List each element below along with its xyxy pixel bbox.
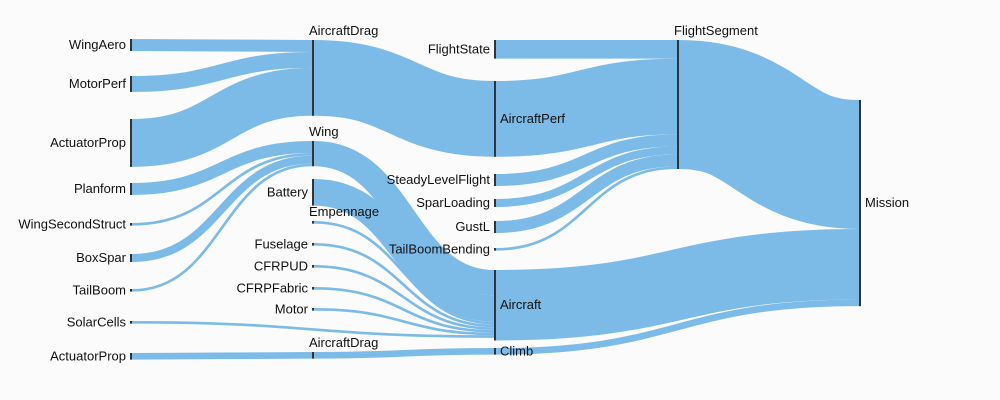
link-battery-to-aircraft <box>313 179 495 322</box>
link-gustl-to-flightsegment <box>495 154 678 233</box>
link-actuatorprop2-to-aircraftdrag2 <box>131 352 313 360</box>
node-bar-actuatorprop2 <box>130 353 132 360</box>
node-label-planform: Planform <box>74 181 126 196</box>
link-flightsegment-to-mission <box>676 40 862 230</box>
node-label-steadylevelflight: SteadyLevelFlight <box>387 172 491 187</box>
node-bar-empennage <box>312 221 314 224</box>
node-label-sparloading: SparLoading <box>416 195 490 210</box>
node-bar-wingaero <box>130 39 132 51</box>
node-label-fuselage: Fuselage <box>255 236 308 251</box>
nodes-layer: WingAeroMotorPerfActuatorPropPlanformWin… <box>18 23 909 363</box>
link-solarcells-to-aircraft <box>131 321 495 338</box>
link-actuatorprop1-to-aircraftdrag1 <box>131 67 313 167</box>
link-aircraft-to-mission <box>495 229 860 341</box>
node-label-motor: Motor <box>275 301 309 316</box>
node-bar-planform <box>130 183 132 195</box>
node-bar-sparloading <box>494 199 496 207</box>
node-bar-wingsecondstruct <box>130 223 132 226</box>
node-bar-flightstate <box>494 40 496 59</box>
node-bar-motor <box>312 308 314 311</box>
node-label-actuatorprop1: ActuatorProp <box>50 135 126 150</box>
node-bar-steadylevelflight <box>494 174 496 186</box>
node-label-motorperf: MotorPerf <box>69 76 126 91</box>
node-label-tailboombending: TailBoomBending <box>389 241 490 256</box>
node-label-flightstate: FlightState <box>428 41 490 56</box>
link-cfrpud-to-aircraft <box>313 265 495 330</box>
node-label-aircraft: Aircraft <box>500 297 542 312</box>
node-bar-fuselage <box>312 243 314 246</box>
link-motor-to-aircraft <box>313 308 495 336</box>
node-label-climb: Climb <box>500 343 533 358</box>
links-layer <box>131 39 862 360</box>
link-tailboombending-to-flightsegment <box>495 166 678 251</box>
node-bar-solarcells <box>130 321 132 324</box>
node-label-flightsegment: FlightSegment <box>674 23 758 38</box>
node-label-aircraftperf: AircraftPerf <box>500 111 565 126</box>
link-steadylevelflight-to-flightsegment <box>495 134 678 186</box>
node-bar-mission <box>859 100 861 307</box>
link-aircraftdrag1-to-aircraftperf <box>313 40 495 157</box>
node-bar-cfrpud <box>312 265 314 268</box>
link-wingaero-to-aircraftdrag1 <box>131 39 313 52</box>
link-aircraftdrag2-to-climb <box>313 348 495 359</box>
node-bar-aircraftdrag1 <box>312 40 314 116</box>
node-bar-tailboombending <box>494 248 496 251</box>
link-sparloading-to-flightsegment <box>495 146 678 207</box>
node-bar-gustl <box>494 221 496 233</box>
link-motorperf-to-aircraftdrag1 <box>131 51 313 92</box>
node-label-tailboom: TailBoom <box>73 282 126 297</box>
link-empennage-to-aircraft <box>313 221 495 325</box>
link-wingsecondstruct-to-wing <box>131 152 313 226</box>
node-bar-battery <box>312 179 314 206</box>
node-bar-aircraftperf <box>494 81 496 157</box>
node-bar-aircraftdrag2 <box>312 352 314 359</box>
node-label-cfrpud: CFRPUD <box>254 258 308 273</box>
link-aircraftperf-to-flightsegment <box>495 58 678 157</box>
node-label-aircraftdrag2: AircraftDrag <box>309 335 378 350</box>
node-label-mission: Mission <box>865 195 909 210</box>
node-bar-boxspar <box>130 254 132 262</box>
node-label-wingaero: WingAero <box>69 37 126 52</box>
node-label-cfrpfabric: CFRPFabric <box>236 280 308 295</box>
link-planform-to-wing <box>131 141 313 195</box>
link-wing-to-aircraft <box>313 141 495 296</box>
node-bar-flightsegment <box>677 40 679 170</box>
node-label-aircraftdrag1: AircraftDrag <box>309 23 378 38</box>
node-bar-climb <box>494 348 496 355</box>
link-boxspar-to-wing <box>131 155 313 262</box>
node-bar-actuatorprop1 <box>130 119 132 167</box>
node-label-wing: Wing <box>309 124 339 139</box>
link-cfrpfabric-to-aircraft <box>313 287 495 333</box>
node-label-battery: Battery <box>267 184 309 199</box>
node-bar-tailboom <box>130 289 132 292</box>
link-climb-to-mission <box>495 299 860 355</box>
node-label-actuatorprop2: ActuatorProp <box>50 348 126 363</box>
node-bar-aircraft <box>494 270 496 341</box>
node-bar-wing <box>312 141 314 167</box>
node-label-boxspar: BoxSpar <box>76 250 127 265</box>
link-tailboom-to-wing <box>131 163 313 292</box>
node-label-solarcells: SolarCells <box>67 314 127 329</box>
node-label-gustl: GustL <box>455 219 490 234</box>
node-label-wingsecondstruct: WingSecondStruct <box>18 216 126 231</box>
link-fuselage-to-aircraft <box>313 243 495 328</box>
node-label-empennage: Empennage <box>309 204 379 219</box>
node-bar-motorperf <box>130 76 132 92</box>
node-bar-cfrpfabric <box>312 287 314 290</box>
